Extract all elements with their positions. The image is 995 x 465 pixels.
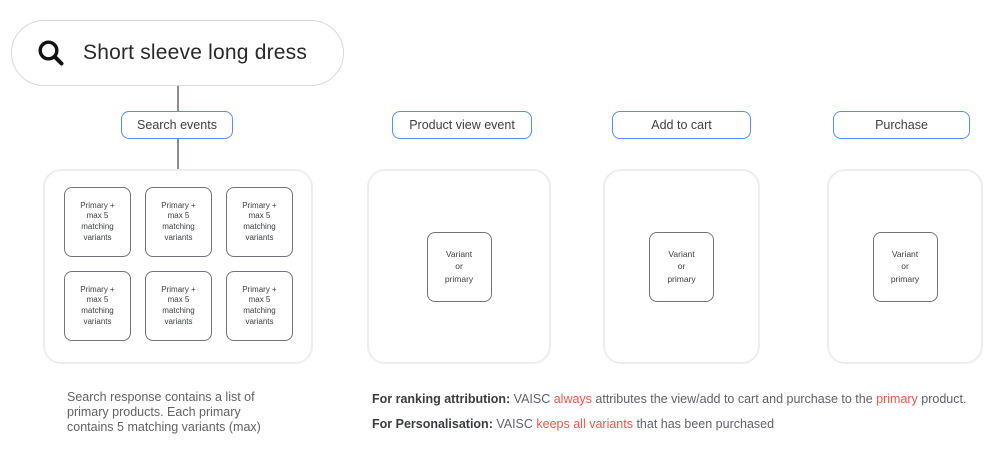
- label-add-to-cart: Add to cart: [612, 111, 751, 139]
- ranking-attribution-note: For ranking attribution: VAISC always at…: [372, 392, 966, 406]
- search-result-box: Primary + max 5 matching variants: [226, 187, 293, 257]
- personalisation-note-text: that has been purchased: [632, 417, 775, 431]
- personalisation-note-bold: For Personalisation:: [372, 417, 493, 431]
- label-purchase-text: Purchase: [875, 118, 928, 132]
- ranking-note-text: product.: [917, 392, 967, 406]
- label-product-view-event-text: Product view event: [409, 118, 515, 132]
- search-query-text: Short sleeve long dress: [83, 41, 308, 64]
- label-search-events-text: Search events: [137, 118, 217, 132]
- search-result-box: Primary + max 5 matching variants: [226, 271, 293, 341]
- search-result-box: Primary + max 5 matching variants: [64, 271, 131, 341]
- ranking-note-bold: For ranking attribution:: [372, 392, 511, 406]
- ranking-note-text: VAISC: [510, 392, 554, 406]
- label-add-to-cart-text: Add to cart: [651, 118, 712, 132]
- bucket-add-to-cart: Variant or primary: [603, 169, 760, 364]
- search-icon: [36, 38, 66, 68]
- variant-or-primary-box: Variant or primary: [426, 231, 492, 302]
- personalisation-note: For Personalisation: VAISC keeps all var…: [372, 417, 774, 431]
- search-result-box: Primary + max 5 matching variants: [64, 187, 131, 257]
- ranking-note-text: attributes the view/add to cart and purc…: [591, 392, 877, 406]
- ranking-note-highlight: primary: [876, 392, 918, 406]
- label-search-events: Search events: [121, 111, 233, 139]
- search-result-box: Primary + max 5 matching variants: [145, 271, 212, 341]
- bucket-purchase: Variant or primary: [827, 169, 983, 364]
- search-response-note: Search response contains a list of prima…: [67, 390, 261, 434]
- variant-or-primary-box: Variant or primary: [872, 231, 938, 302]
- ranking-note-highlight: always: [553, 392, 592, 406]
- search-input[interactable]: Short sleeve long dress: [11, 20, 344, 86]
- search-results-grid: Primary + max 5 matching variants Primar…: [64, 187, 311, 341]
- search-result-box: Primary + max 5 matching variants: [145, 187, 212, 257]
- label-product-view-event: Product view event: [392, 111, 532, 139]
- variant-or-primary-box: Variant or primary: [649, 231, 714, 302]
- bucket-search-events: Primary + max 5 matching variants Primar…: [43, 169, 313, 364]
- personalisation-note-highlight: keeps all variants: [536, 417, 633, 431]
- bucket-product-view-event: Variant or primary: [367, 169, 551, 364]
- label-purchase: Purchase: [833, 111, 970, 139]
- personalisation-note-text: VAISC: [492, 417, 537, 431]
